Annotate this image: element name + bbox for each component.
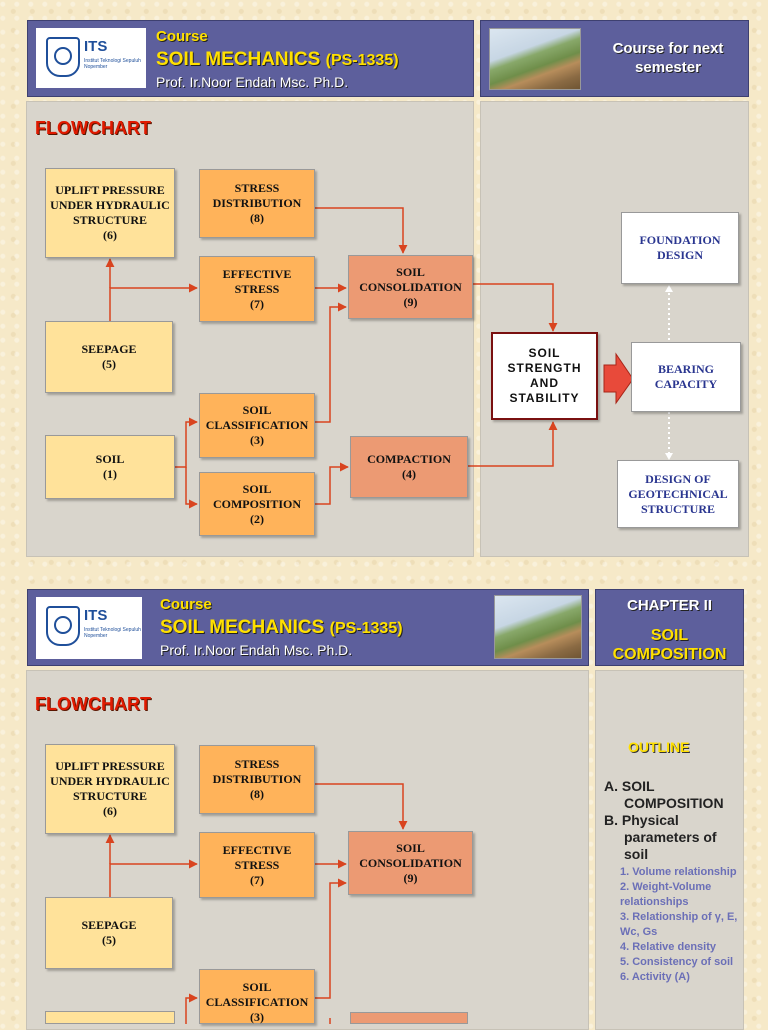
outline-list: A. SOIL COMPOSITION B. Physical paramete… [604,778,740,985]
chapter-number: CHAPTER II [626,597,712,614]
bearing-label: BEARING CAPACITY [654,362,718,391]
outline-subitem: 6. Activity (A) [620,971,690,983]
course-code-2: (PS-1335) [329,620,403,637]
soil-box: SOIL(1) [45,435,175,499]
outline-subitems: 1. Volume relationship 2. Weight-Volume … [604,865,740,985]
stress-distribution-box-2: STRESS DISTRIBUTION(8) [199,745,315,814]
stress-distribution-box: STRESS DISTRIBUTION(8) [199,169,315,238]
terrain-image [489,28,581,90]
compaction-box: COMPACTION(4) [350,436,468,498]
effective-label-2: EFFECTIVE STRESS [222,842,292,872]
flowchart-title: FLOWCHART [35,118,151,138]
soil-consolidation-box: SOIL CONSOLIDATION(9) [348,255,473,319]
its-logo: ITS Institut Teknologi Sepuluh Nopember [36,28,146,88]
seepage-box: SEEPAGE(5) [45,321,173,393]
seepage-label: SEEPAGE [81,342,137,356]
outline-subitem: 1. Volume relationship [620,866,737,878]
chapter-title: SOIL COMPOSITION [612,627,727,663]
uplift-label-2: UPLIFT PRESSURE UNDER HYDRAULIC STRUCTUR… [50,759,170,803]
course-title: SOIL MECHANICS (PS-1335) [156,49,399,71]
stress-label: STRESS DISTRIBUTION [212,181,302,210]
consolidation-number: (9) [403,294,418,309]
foundation-design-box: FOUNDATION DESIGN [621,212,739,284]
logo-text: ITS [84,38,108,55]
consolidation-number-2: (9) [403,870,418,885]
classification-label: SOIL CLASSIFICATION [205,403,309,432]
soil-strength-box: SOIL STRENGTH AND STABILITY [491,332,598,420]
terrain-image-2 [494,595,582,659]
professor-name: Prof. Ir.Noor Endah Msc. Ph.D. [156,74,349,90]
soil-classification-box: SOIL CLASSIFICATION(3) [199,393,315,458]
course-title-text: SOIL MECHANICS [156,49,321,70]
classification-number: (3) [250,433,264,447]
outline-item-b: B. Physical parameters of soil [604,812,717,862]
slide1-header: ITS Institut Teknologi Sepuluh Nopember … [27,20,474,97]
professor-name-2: Prof. Ir.Noor Endah Msc. Ph.D. [160,642,353,658]
stress-number: (8) [250,211,264,225]
bearing-capacity-box: BEARING CAPACITY [631,342,741,412]
uplift-pressure-box: UPLIFT PRESSURE UNDER HYDRAULIC STRUCTUR… [45,168,175,258]
its-logo-2: ITS Institut Teknologi Sepuluh Nopember [36,597,142,659]
geotech-label: DESIGN OF GEOTECHNICAL STRUCTURE [628,471,728,516]
uplift-pressure-box-2: UPLIFT PRESSURE UNDER HYDRAULIC STRUCTUR… [45,744,175,834]
slide2-header: ITS Institut Teknologi Sepuluh Nopember … [27,589,589,666]
seepage-number-2: (5) [102,933,116,947]
next-semester-text: Course for next semester [612,40,724,76]
course-label-2: Course [160,596,212,613]
soil-number: (1) [103,467,117,481]
soil-classification-box-2: SOIL CLASSIFICATION(3) [199,969,315,1024]
outline-subitem: 3. Relationship of γ, E, Wc, Gs [620,911,738,938]
soil-consolidation-box-2: SOIL CONSOLIDATION(9) [348,831,473,895]
outline-title: OUTLINE [628,739,690,755]
logo-institution: Institut Teknologi Sepuluh Nopember [84,58,141,70]
foundation-label: FOUNDATION DESIGN [639,233,721,262]
its-crest-icon [46,37,80,77]
outline-subitem: 2. Weight-Volume relationships [620,881,712,908]
soil-composition-box: SOIL COMPOSITION(2) [199,472,315,536]
outline-item-a: A. SOIL COMPOSITION [604,778,724,811]
course-label: Course [156,28,208,45]
consolidation-label-2: SOIL CONSOLIDATION [359,840,462,870]
effective-label: EFFECTIVE STRESS [222,266,292,296]
consolidation-label: SOIL CONSOLIDATION [359,264,462,294]
uplift-number: (6) [103,228,117,242]
its-crest-icon-2 [46,606,80,646]
course-title-2: SOIL MECHANICS (PS-1335) [160,617,403,639]
compaction-label: COMPACTION [367,452,451,466]
next-semester-header: Course for next semester [480,20,749,97]
composition-label: SOIL COMPOSITION [212,481,301,511]
uplift-label: UPLIFT PRESSURE UNDER HYDRAULIC STRUCTUR… [50,183,170,227]
soil-label: SOIL [95,452,125,466]
course-title-text-2: SOIL MECHANICS [160,617,325,638]
seepage-box-2: SEEPAGE(5) [45,897,173,969]
seepage-label-2: SEEPAGE [81,918,137,932]
composition-number: (2) [250,511,264,526]
outline-subitem: 5. Consistency of soil [620,956,734,968]
effective-number: (7) [250,296,264,311]
chapter-header: CHAPTER II SOIL COMPOSITION [595,589,744,666]
outline-subitem: 4. Relative density [620,941,716,953]
logo-text-2: ITS [84,607,108,624]
seepage-number: (5) [102,357,116,371]
stress-label-2: STRESS DISTRIBUTION [212,757,302,786]
stress-number-2: (8) [250,787,264,801]
outline-panel [595,670,744,1030]
course-code: (PS-1335) [325,52,399,69]
classification-number-2: (3) [250,1010,264,1024]
effective-stress-box-2: EFFECTIVE STRESS(7) [199,832,315,898]
geotechnical-structure-box: DESIGN OF GEOTECHNICAL STRUCTURE [617,460,739,528]
classification-label-2: SOIL CLASSIFICATION [205,980,309,1009]
compaction-box-2-partial [350,1012,468,1024]
strength-label: SOIL STRENGTH AND STABILITY [507,346,582,405]
effective-number-2: (7) [250,872,264,887]
logo-institution-2: Institut Teknologi Sepuluh Nopember [84,627,141,639]
soil-box-2-partial [45,1011,175,1024]
flowchart-title-2: FLOWCHART [35,694,151,714]
uplift-number-2: (6) [103,804,117,818]
compaction-number: (4) [402,467,416,481]
effective-stress-box: EFFECTIVE STRESS(7) [199,256,315,322]
